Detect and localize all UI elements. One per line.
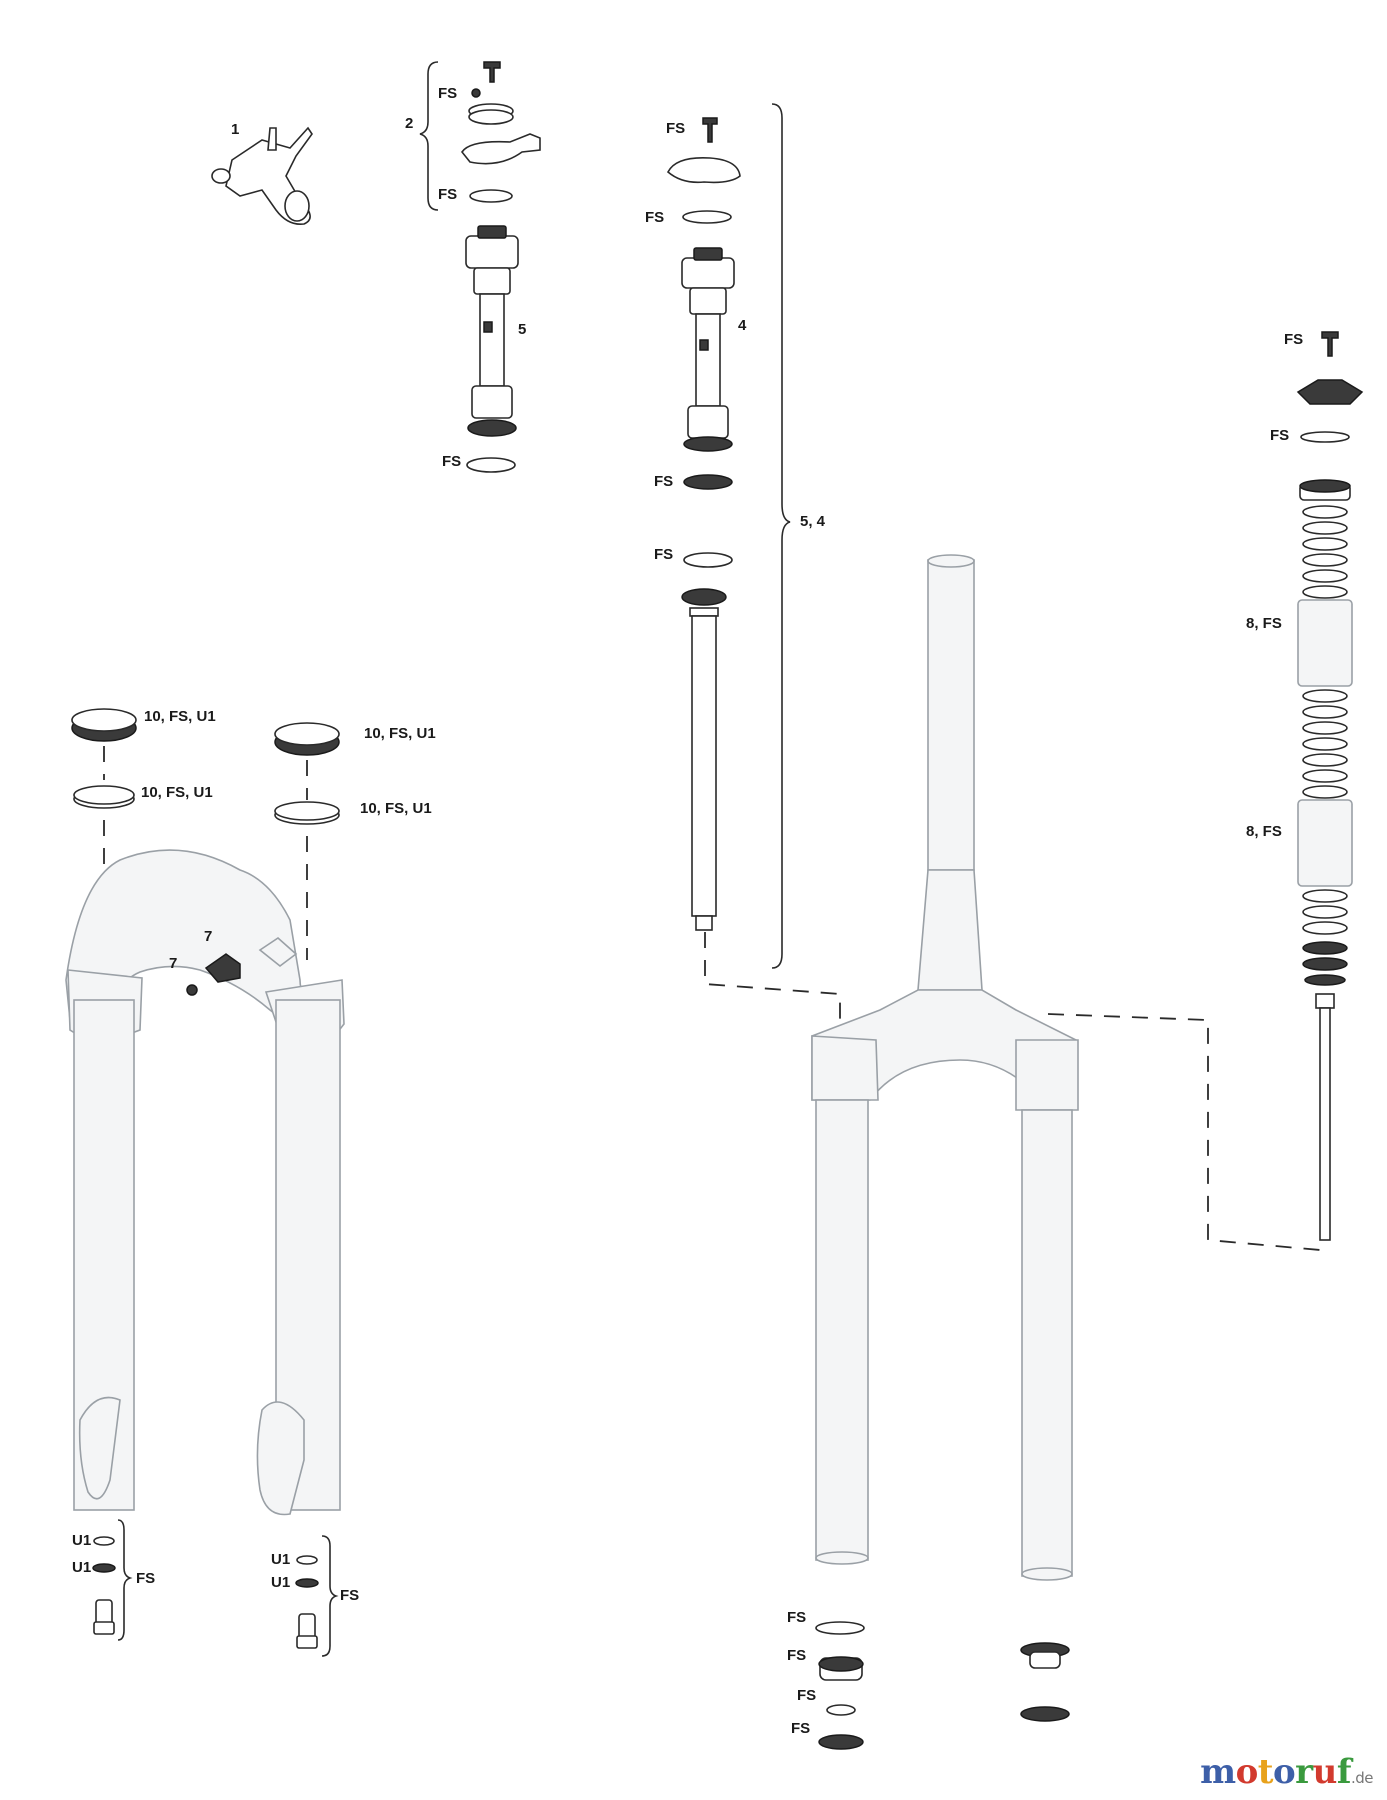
watermark-tld: .de <box>1350 1769 1374 1787</box>
label-part-1: 1 <box>231 121 239 138</box>
label-part-10: 10, FS, U1 <box>144 708 216 725</box>
label-fs: FS <box>666 120 685 137</box>
coil-spring-8 <box>1296 331 1364 1241</box>
spring-coils-middle <box>1302 689 1348 799</box>
label-fs: FS <box>791 1720 810 1737</box>
label-fs: FS <box>438 85 457 102</box>
label-part-5-4: 5, 4 <box>800 513 826 530</box>
bottom-caps <box>815 1621 1070 1750</box>
label-fs: FS <box>1270 427 1289 444</box>
watermark-letter: o <box>1272 1752 1296 1792</box>
watermark-letter: r <box>1295 1752 1313 1792</box>
damper-cartridge-4 <box>667 117 741 931</box>
label-part-4: 4 <box>738 317 747 334</box>
label-part-2: 2 <box>405 115 413 132</box>
watermark-letter: u <box>1312 1752 1338 1792</box>
watermark-logo: motoruf.de <box>1200 1752 1373 1792</box>
label-u1: U1 <box>72 1559 91 1576</box>
spring-coils-upper <box>1302 505 1348 599</box>
label-part-5: 5 <box>518 321 526 338</box>
label-part-7: 7 <box>169 955 177 972</box>
label-part-10: 10, FS, U1 <box>360 800 432 817</box>
remote-lever-part <box>211 126 313 226</box>
damper-cartridge-5 <box>465 225 519 473</box>
watermark-letter: o <box>1235 1752 1259 1792</box>
label-part-8: 8, FS <box>1246 823 1282 840</box>
lower-leg-bolts <box>92 1536 319 1649</box>
label-part-8: 8, FS <box>1246 615 1282 632</box>
label-fs: FS <box>442 453 461 470</box>
seal-kit-10 <box>71 708 340 825</box>
label-part-7: 7 <box>204 928 212 945</box>
label-part-10: 10, FS, U1 <box>141 784 213 801</box>
crown-steerer-assembly <box>811 554 1079 1581</box>
label-u1: U1 <box>271 1574 290 1591</box>
spring-coils-lower <box>1302 889 1348 986</box>
watermark-letter: m <box>1200 1752 1236 1792</box>
label-fs: FS <box>645 209 664 226</box>
label-fs: FS <box>654 546 673 563</box>
label-u1: U1 <box>271 1551 290 1568</box>
label-fs: FS <box>438 186 457 203</box>
label-fs: FS <box>787 1609 806 1626</box>
watermark-letter: t <box>1257 1752 1274 1792</box>
label-u1: U1 <box>72 1532 91 1549</box>
part-2-group <box>419 61 541 211</box>
label-fs: FS <box>136 1570 155 1587</box>
lower-legs-casting <box>65 849 345 1516</box>
watermark-letter: f <box>1336 1752 1352 1792</box>
label-part-10: 10, FS, U1 <box>364 725 436 742</box>
label-fs: FS <box>654 473 673 490</box>
label-fs: FS <box>797 1687 816 1704</box>
leader-line <box>704 932 841 1032</box>
label-fs: FS <box>787 1647 806 1664</box>
label-fs: FS <box>340 1587 359 1604</box>
leader-line <box>1047 1013 1321 1260</box>
label-fs: FS <box>1284 331 1303 348</box>
